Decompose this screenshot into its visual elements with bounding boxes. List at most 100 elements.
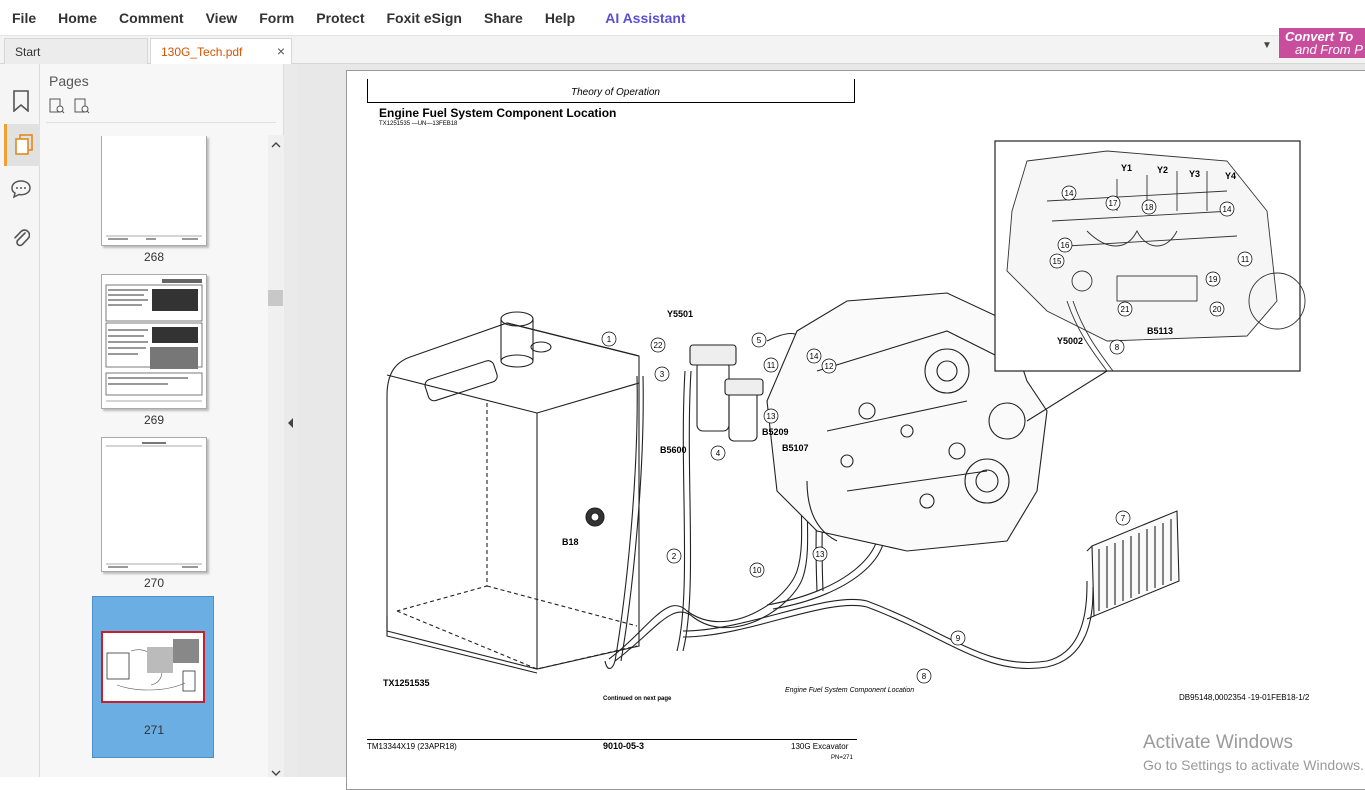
scroll-up-icon[interactable] <box>268 139 284 151</box>
svg-text:4: 4 <box>716 449 721 458</box>
convert-button[interactable]: Convert To and From P <box>1279 28 1365 58</box>
attachment-icon[interactable] <box>8 224 34 250</box>
svg-text:21: 21 <box>1121 305 1130 314</box>
menu-file[interactable]: File <box>12 9 37 26</box>
tab-list-dropdown-icon[interactable]: ▼ <box>1262 40 1272 51</box>
svg-text:13: 13 <box>816 550 825 559</box>
svg-text:17: 17 <box>1109 199 1118 208</box>
svg-text:15: 15 <box>1053 257 1062 266</box>
menu-protect[interactable]: Protect <box>316 9 365 26</box>
svg-text:11: 11 <box>767 361 776 370</box>
page-zoom-icon[interactable] <box>74 98 90 114</box>
page-thumbnail-269[interactable] <box>101 274 207 409</box>
menu-foxit-esign[interactable]: Foxit eSign <box>386 9 462 26</box>
svg-text:19: 19 <box>1209 275 1218 284</box>
document-viewport[interactable]: Theory of Operation Engine Fuel System C… <box>298 64 1365 790</box>
page-thumbnail-270[interactable] <box>101 437 207 572</box>
menu-ai-assistant[interactable]: AI Assistant <box>605 9 686 26</box>
continued-note: Continued on next page <box>603 696 672 702</box>
panel-scroll-thumb[interactable] <box>268 290 283 306</box>
svg-text:11: 11 <box>1241 255 1250 264</box>
page-thumbnail-271-selected[interactable]: 271 <box>92 596 214 758</box>
svg-text:7: 7 <box>1121 514 1126 523</box>
menu-view[interactable]: View <box>205 9 238 26</box>
page-header-box <box>367 79 855 103</box>
svg-text:B18: B18 <box>562 537 579 547</box>
collapse-arrow-icon[interactable] <box>284 416 298 430</box>
svg-text:Y5501: Y5501 <box>667 309 693 319</box>
svg-text:13: 13 <box>767 412 776 421</box>
svg-text:B5600: B5600 <box>660 445 687 455</box>
menu-share[interactable]: Share <box>483 9 523 26</box>
doc-reference: DB95148,0002354 -19-01FEB18-1/2 <box>1179 693 1310 702</box>
tab-document-label: 130G_Tech.pdf <box>161 44 243 59</box>
page-label-269: 269 <box>143 413 165 427</box>
svg-text:20: 20 <box>1213 305 1222 314</box>
menu-home[interactable]: Home <box>58 9 98 26</box>
svg-text:16: 16 <box>1061 241 1070 250</box>
svg-text:Y2: Y2 <box>1157 165 1168 175</box>
panel-collapse-handle[interactable] <box>284 64 298 777</box>
bookmark-icon[interactable] <box>8 88 34 114</box>
svg-text:Y4: Y4 <box>1225 171 1236 181</box>
svg-text:8: 8 <box>1115 343 1120 352</box>
menu-help[interactable]: Help <box>544 9 576 26</box>
page-label-268: 268 <box>143 250 165 264</box>
figure-ref: TX1251535 <box>383 678 430 688</box>
page-thumbnail-271 <box>101 631 205 703</box>
activation-watermark-subtitle: Go to Settings to activate Windows. <box>1143 757 1364 773</box>
footer-left: TM13344X19 (23APR18) <box>367 742 457 751</box>
svg-text:9: 9 <box>956 634 961 643</box>
section-ref: TX1251535 —UN—13FEB18 <box>379 121 458 127</box>
svg-text:1: 1 <box>607 335 612 344</box>
left-icon-rail <box>0 64 40 777</box>
footer-center: 9010-05-3 <box>603 741 645 751</box>
svg-text:14: 14 <box>810 352 819 361</box>
scroll-down-icon[interactable] <box>268 767 284 779</box>
comment-icon[interactable] <box>8 176 34 202</box>
pages-panel-title: Pages <box>49 73 89 89</box>
svg-text:18: 18 <box>1145 203 1154 212</box>
page-label-270: 270 <box>143 576 165 590</box>
tab-start[interactable]: Start <box>4 38 148 64</box>
pages-icon[interactable] <box>4 124 40 166</box>
svg-text:2: 2 <box>672 552 677 561</box>
menu-comment[interactable]: Comment <box>119 9 184 26</box>
pdf-page: Theory of Operation Engine Fuel System C… <box>346 70 1365 790</box>
svg-text:Y3: Y3 <box>1189 169 1200 179</box>
convert-line2: and From P <box>1295 42 1363 57</box>
panel-scrollbar[interactable] <box>268 135 284 777</box>
svg-text:5: 5 <box>757 336 762 345</box>
page-thumbnail-268[interactable] <box>101 136 207 246</box>
svg-text:B5107: B5107 <box>782 443 809 453</box>
section-title: Engine Fuel System Component Location <box>379 106 617 120</box>
svg-text:B5113: B5113 <box>1147 326 1173 336</box>
page-label-271: 271 <box>143 723 165 737</box>
svg-text:B5209: B5209 <box>762 427 789 437</box>
menu-form[interactable]: Form <box>259 9 295 26</box>
svg-text:Y1: Y1 <box>1121 163 1132 173</box>
figure-caption: Engine Fuel System Component Location <box>785 687 915 694</box>
page-header-title: Theory of Operation <box>571 87 660 98</box>
svg-text:14: 14 <box>1223 205 1232 214</box>
footer-page-number: PN=271 <box>831 755 853 761</box>
menu-bar: File Home Comment View Form Protect Foxi… <box>0 0 1365 36</box>
tab-start-label: Start <box>15 44 41 59</box>
svg-text:3: 3 <box>660 370 665 379</box>
svg-text:22: 22 <box>654 341 663 350</box>
close-icon[interactable]: × <box>276 43 285 59</box>
footer-right: 130G Excavator <box>791 742 849 751</box>
pages-panel: Pages 268 269 <box>40 64 284 777</box>
svg-text:12: 12 <box>825 362 834 371</box>
activation-watermark-title: Activate Windows <box>1143 732 1293 753</box>
footer-rule <box>367 739 857 740</box>
panel-divider <box>46 122 276 123</box>
tab-document[interactable]: 130G_Tech.pdf × <box>150 38 292 64</box>
page-options-icon[interactable] <box>49 98 65 114</box>
svg-text:10: 10 <box>753 566 762 575</box>
svg-text:8: 8 <box>922 672 927 681</box>
svg-text:Y5002: Y5002 <box>1057 336 1083 346</box>
svg-text:14: 14 <box>1065 189 1074 198</box>
convert-line1: Convert To <box>1285 29 1354 44</box>
